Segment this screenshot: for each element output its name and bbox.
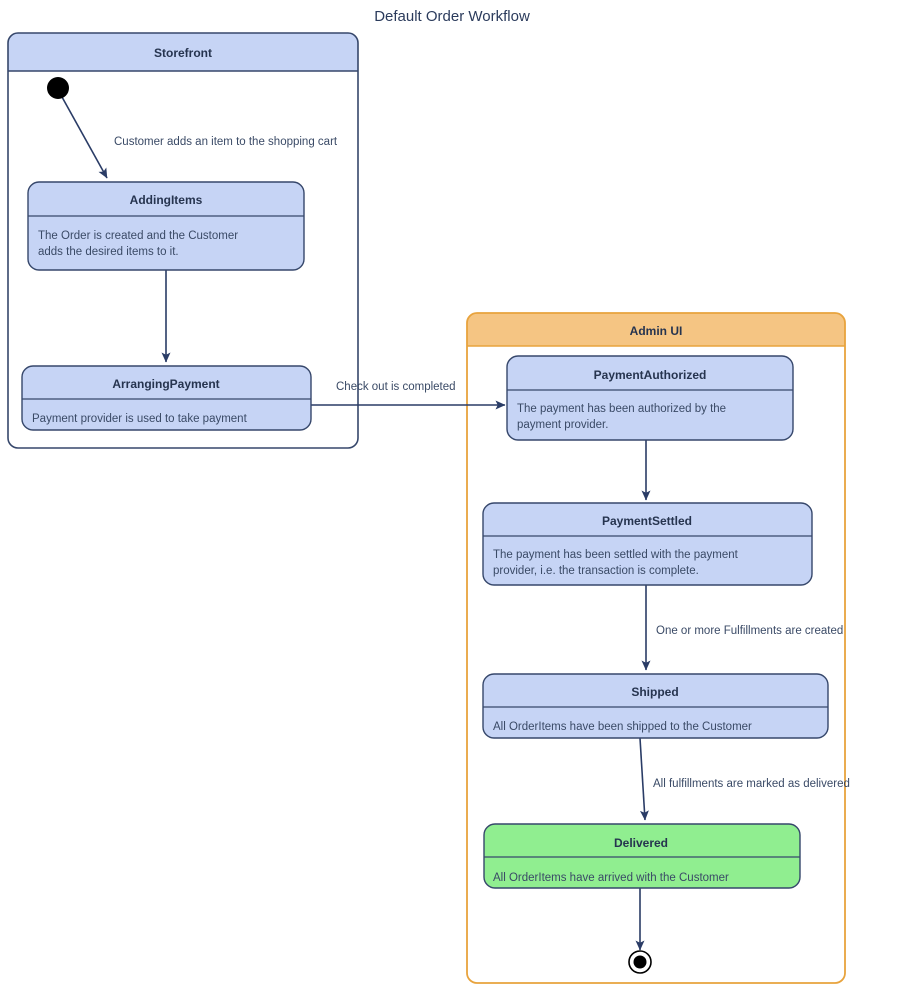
state-payment-settled-box <box>482 502 813 586</box>
edge-label-check-out-completed: Check out is completed <box>336 381 456 393</box>
state-payment-authorized[interactable]: PaymentAuthorized The payment has been a… <box>506 355 794 441</box>
state-delivered-title: Delivered <box>614 836 668 850</box>
state-payment-settled-desc-line-2: provider, i.e. the transaction is comple… <box>493 565 699 577</box>
state-delivered-desc-line-1: All OrderItems have arrived with the Cus… <box>493 872 729 884</box>
transition-arranging-payment-to-payment-authorized: Check out is completed <box>311 381 506 410</box>
edge-label-customer-adds-item: Customer adds an item to the shopping ca… <box>114 136 338 148</box>
state-payment-settled-title: PaymentSettled <box>602 514 692 528</box>
state-delivered-box <box>483 823 801 889</box>
admin-ui-header-band <box>467 313 845 346</box>
final-state-inner-dot <box>633 955 647 969</box>
state-adding-items[interactable]: AddingItems The Order is created and the… <box>27 181 305 271</box>
state-shipped[interactable]: Shipped All OrderItems have been shipped… <box>482 673 829 739</box>
storefront-header-band <box>8 33 358 71</box>
state-shipped-title: Shipped <box>631 685 678 699</box>
state-payment-settled-desc-line-1: The payment has been settled with the pa… <box>493 549 739 561</box>
transition-payment-settled-to-shipped: One or more Fulfillments are created <box>641 585 843 671</box>
state-arranging-payment-title: ArrangingPayment <box>112 377 219 391</box>
state-adding-items-desc-line-1: The Order is created and the Customer <box>38 230 238 242</box>
edge-label-fulfillments-delivered: All fulfillments are marked as delivered <box>653 778 850 790</box>
state-adding-items-title: AddingItems <box>130 193 203 207</box>
composite-state-storefront-label: Storefront <box>154 46 212 60</box>
storefront-border <box>7 32 359 449</box>
state-delivered[interactable]: Delivered All OrderItems have arrived wi… <box>483 823 801 889</box>
state-payment-authorized-desc-line-1: The payment has been authorized by the <box>517 403 726 415</box>
state-arranging-payment-box <box>21 365 312 431</box>
edge-label-fulfillments-created: One or more Fulfillments are created <box>656 625 843 637</box>
state-shipped-desc-line-1: All OrderItems have been shipped to the … <box>493 721 752 733</box>
state-payment-settled[interactable]: PaymentSettled The payment has been sett… <box>482 502 813 586</box>
state-payment-authorized-title: PaymentAuthorized <box>594 368 707 382</box>
state-arranging-payment[interactable]: ArrangingPayment Payment provider is use… <box>21 365 312 431</box>
edge-line <box>61 96 108 179</box>
diagram-title: Default Order Workflow <box>374 8 530 25</box>
state-arranging-payment-desc-line-1: Payment provider is used to take payment <box>32 413 248 425</box>
composite-state-admin-ui-label: Admin UI <box>630 324 683 338</box>
state-adding-items-desc-line-2: adds the desired items to it. <box>38 246 179 258</box>
final-state-node[interactable] <box>628 950 652 974</box>
edge-line <box>639 737 649 821</box>
admin-ui-border <box>466 312 846 984</box>
state-payment-authorized-desc-line-2: payment provider. <box>517 419 608 431</box>
initial-state-node[interactable] <box>47 77 69 99</box>
state-payment-authorized-box <box>506 355 794 441</box>
state-shipped-box <box>482 673 829 739</box>
state-adding-items-box <box>27 181 305 271</box>
transition-shipped-to-delivered: All fulfillments are marked as delivered <box>639 737 850 821</box>
transition-initial-to-adding-items: Customer adds an item to the shopping ca… <box>61 96 338 179</box>
